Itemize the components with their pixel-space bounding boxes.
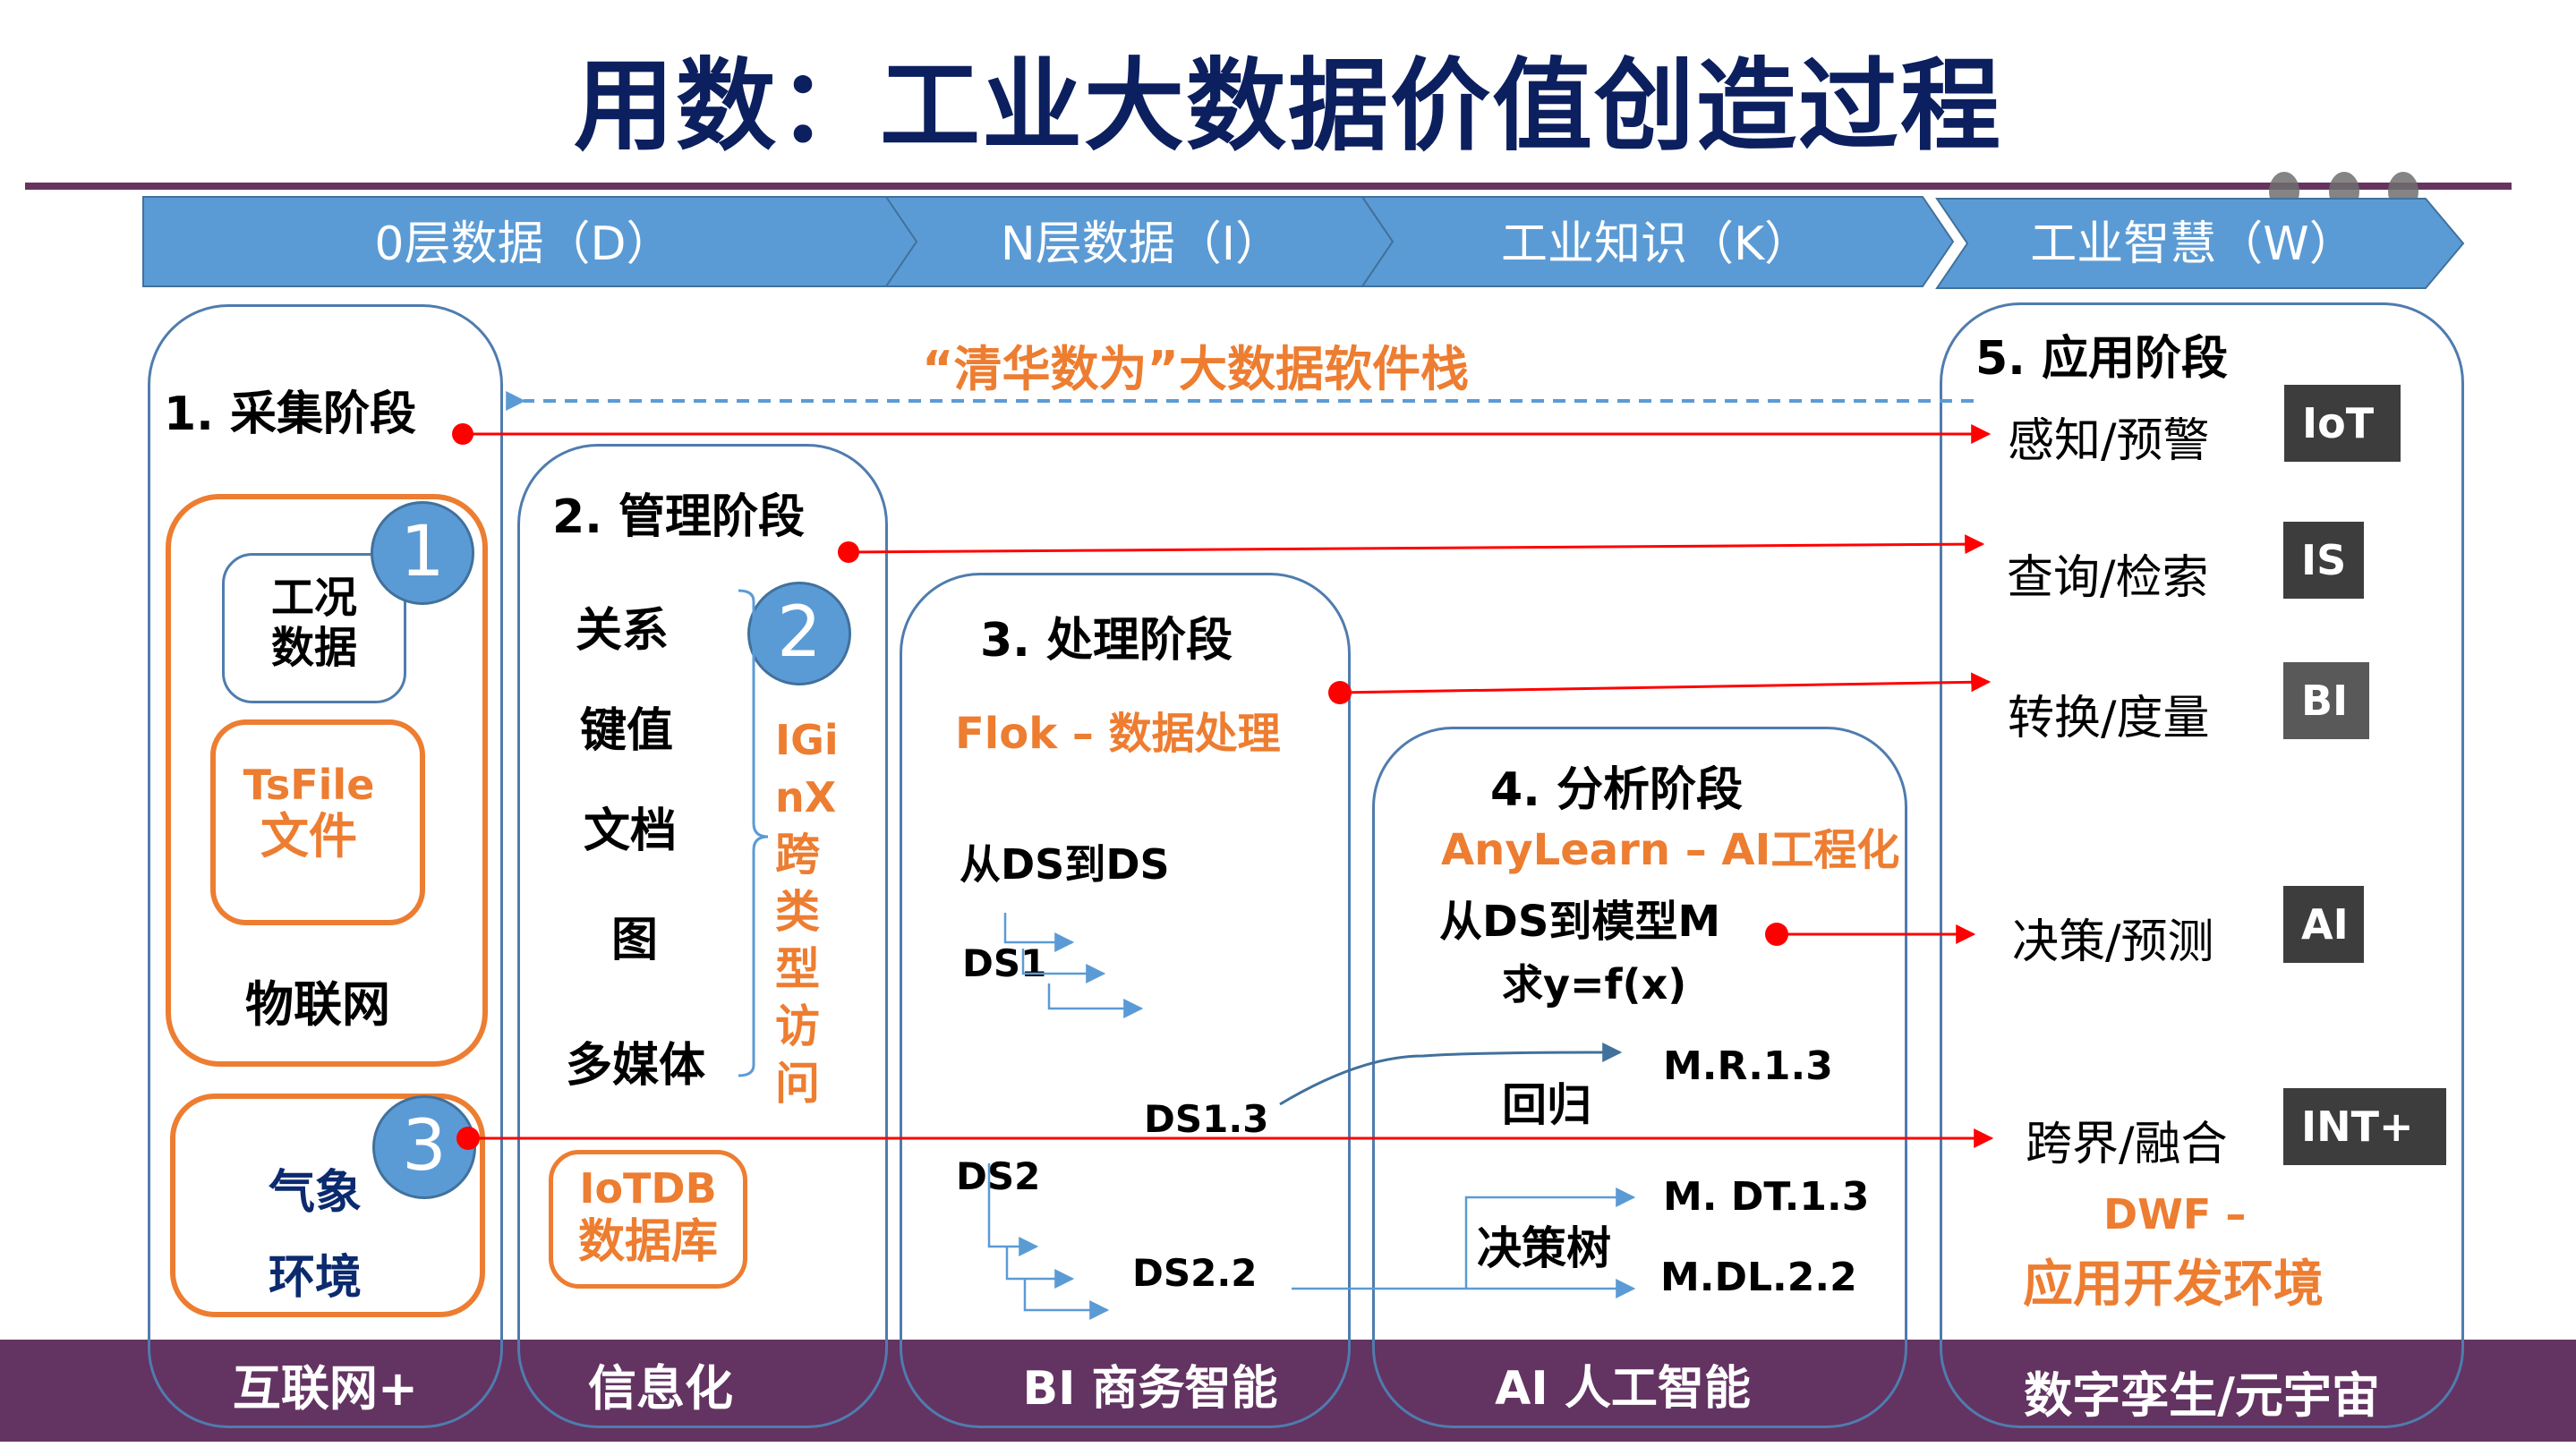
iot-label: 物联网	[245, 976, 390, 1033]
iotdb-line2: 数据库	[577, 1215, 718, 1269]
solve-formula: 求y=f(x)	[1502, 960, 1687, 1009]
dwf-line1: DWF –	[2103, 1190, 2247, 1238]
stage-process-title: 3. 处理阶段	[980, 614, 1233, 668]
stage-manage-box	[517, 444, 888, 1428]
iginx-line: 跨	[775, 829, 820, 881]
tsfile-line1: TsFile	[243, 761, 375, 809]
iginx-line: 型	[775, 943, 820, 995]
model-dt-label: M. DT.1.3	[1663, 1174, 1870, 1220]
weather-line1: 气象	[269, 1166, 363, 1220]
work-data-label: 工况 数据	[222, 573, 406, 673]
decor-dot-icon	[2269, 172, 2299, 211]
iginx-line: 访	[775, 1000, 820, 1052]
tsfile-line2: 文件	[260, 808, 357, 864]
badge-2: 2	[747, 582, 851, 685]
tag-iot: IoT	[2284, 385, 2401, 462]
chevron-label-w: 工业智慧（W）	[2030, 217, 2356, 271]
model-dl-label: M.DL.2.2	[1660, 1255, 1857, 1300]
weather-box	[170, 1094, 485, 1317]
process-from-to: 从DS到DS	[960, 840, 1170, 889]
tag-int-plus: INT+	[2283, 1088, 2446, 1165]
model-r-label: M.R.1.3	[1663, 1043, 1833, 1089]
type-relational: 关系	[576, 604, 670, 658]
work-data-line2: 数据	[270, 623, 357, 673]
iginx-line: 问	[775, 1058, 820, 1110]
chevron-label-i: N层数据（I）	[1000, 217, 1283, 271]
iginx-line: IGi	[775, 716, 839, 764]
band-label-internet-plus: 互联网+	[232, 1360, 419, 1417]
iginx-line: nX	[775, 773, 837, 821]
ds1-3-label: DS1.3	[1144, 1097, 1269, 1141]
tag-is: IS	[2283, 522, 2364, 599]
page-title: 用数：工业大数据价值创造过程	[574, 48, 2002, 165]
type-multimedia: 多媒体	[566, 1039, 706, 1093]
stage-apply-box	[1940, 302, 2464, 1428]
stage-analyze-title: 4. 分析阶段	[1490, 763, 1744, 817]
app-item-cross-fusion: 跨界/融合	[2026, 1118, 2228, 1171]
stage-collect-box	[148, 304, 503, 1428]
app-item-sense-warn: 感知/预警	[2008, 414, 2210, 468]
regression-label: 回归	[1502, 1079, 1591, 1131]
type-keyvalue: 键值	[580, 704, 674, 758]
ds2-label: DS2	[956, 1154, 1041, 1198]
iotdb-label: IoTDB 数据库	[549, 1162, 747, 1269]
tsfile-box	[210, 719, 425, 925]
type-document: 文档	[584, 804, 678, 858]
iotdb-line1: IoTDB	[579, 1164, 717, 1213]
work-data-box	[222, 553, 406, 703]
iot-group-box	[166, 494, 488, 1067]
iginx-line: 类	[775, 886, 820, 938]
chevron-label-k: 工业知识（K）	[1500, 217, 1812, 271]
band-label-digital-twin: 数字孪生/元宇宙	[2024, 1367, 2380, 1424]
stage-collect-title: 1. 采集阶段	[164, 387, 417, 441]
badge-3: 3	[372, 1095, 476, 1199]
tag-ai: AI	[2283, 886, 2364, 963]
tsfile-label: TsFile 文件	[210, 759, 407, 863]
anylearn-subtitle: AnyLearn – AI工程化	[1441, 825, 1900, 875]
software-stack-label: “清华数为”大数据软件栈	[922, 341, 1469, 397]
stage-manage-title: 2. 管理阶段	[552, 490, 806, 544]
iginx-vertical-label: IGi nX 跨 类 型 访 问	[775, 711, 839, 1112]
chevron-label-d: 0层数据（D）	[374, 217, 673, 271]
decor-dot-icon	[2329, 172, 2359, 211]
weather-line2: 环境	[269, 1251, 363, 1305]
app-item-decide-predict: 决策/预测	[2012, 915, 2214, 969]
dwf-line2: 应用开发环境	[2023, 1255, 2324, 1314]
stage-apply-title: 5. 应用阶段	[1975, 332, 2229, 386]
decision-tree-label: 决策树	[1477, 1222, 1611, 1274]
type-graph: 图	[611, 914, 659, 967]
analyze-from-to: 从DS到模型M	[1439, 897, 1721, 947]
ds1-label: DS1	[962, 941, 1047, 985]
band-label-bi: BI 商务智能	[1022, 1362, 1278, 1416]
app-item-transform-measure: 转换/度量	[2008, 692, 2210, 745]
flok-subtitle: Flok – 数据处理	[955, 709, 1281, 759]
badge-1: 1	[371, 501, 474, 605]
decor-dot-icon	[2388, 172, 2418, 211]
stage-process-box	[900, 573, 1351, 1428]
app-item-query-search: 查询/检索	[2007, 551, 2209, 605]
band-label-ai: AI 人工智能	[1495, 1362, 1751, 1416]
tag-bi: BI	[2283, 662, 2369, 739]
iotdb-box	[549, 1150, 747, 1289]
ds2-2-label: DS2.2	[1132, 1251, 1258, 1295]
title-divider	[25, 183, 2512, 190]
work-data-line1: 工况	[270, 573, 357, 623]
band-label-informatization: 信息化	[588, 1360, 733, 1417]
